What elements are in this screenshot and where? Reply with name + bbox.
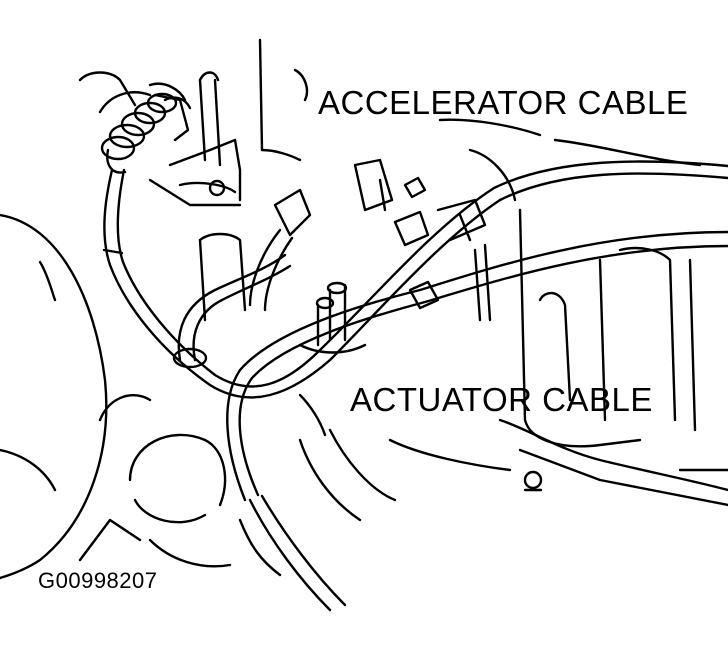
actuator-cable-label: ACTUATOR CABLE bbox=[350, 381, 653, 418]
figure-code: G00998207 bbox=[38, 568, 158, 593]
actuator-cable bbox=[226, 230, 728, 612]
accelerator-cable-label: ACCELERATOR CABLE bbox=[318, 84, 689, 121]
right-body-panels bbox=[388, 118, 728, 507]
accelerator-cable-boot bbox=[100, 92, 192, 174]
center-fittings bbox=[172, 158, 394, 369]
cable-clips bbox=[378, 176, 487, 310]
left-round-component bbox=[0, 213, 108, 580]
lower-left-components bbox=[78, 393, 397, 577]
accelerator-cable bbox=[102, 160, 728, 399]
upper-left-bracket bbox=[78, 38, 309, 207]
